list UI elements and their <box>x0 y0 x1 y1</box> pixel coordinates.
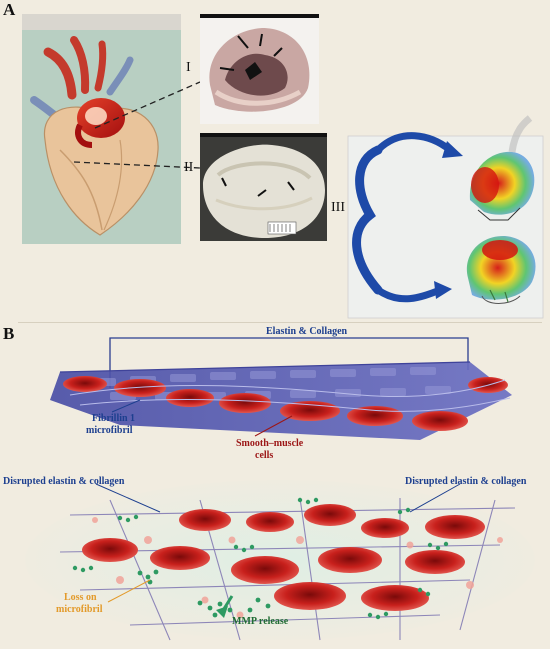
panel-letter-B: B <box>3 324 15 343</box>
panel-divider <box>18 322 542 323</box>
label-fibrillin-line2: microfibril <box>86 425 133 436</box>
label-roman-II: II <box>184 160 194 175</box>
label-smooth-muscle-line2: cells <box>255 450 274 461</box>
label-roman-III: III <box>331 200 345 215</box>
leader-line-I <box>94 81 201 129</box>
disrupted-wall <box>25 480 535 641</box>
specimen-photo-I <box>200 14 319 124</box>
label-elastin-collagen: Elastin & Collagen <box>266 326 348 337</box>
label-fibrillin-line1: Fibrillin 1 <box>92 413 136 424</box>
label-disrupted-right: Disrupted elastin & collagen <box>405 476 527 487</box>
label-roman-I: I <box>186 60 191 75</box>
label-mmp-release: MMP release <box>232 616 289 627</box>
healthy-wall-mesh <box>50 337 512 440</box>
specimen-photo-II <box>200 133 327 241</box>
label-disrupted-left: Disrupted elastin & collagen <box>3 476 125 487</box>
aneurysm-models-III <box>347 115 544 319</box>
heart-illustration <box>22 14 181 244</box>
panel-letter-A: A <box>3 0 16 19</box>
leader-line-II <box>73 161 201 169</box>
label-loss-line2: microfibril <box>56 604 103 615</box>
label-smooth-muscle-line1: Smooth–muscle <box>236 438 304 449</box>
label-loss-line1: Loss on <box>64 592 97 603</box>
